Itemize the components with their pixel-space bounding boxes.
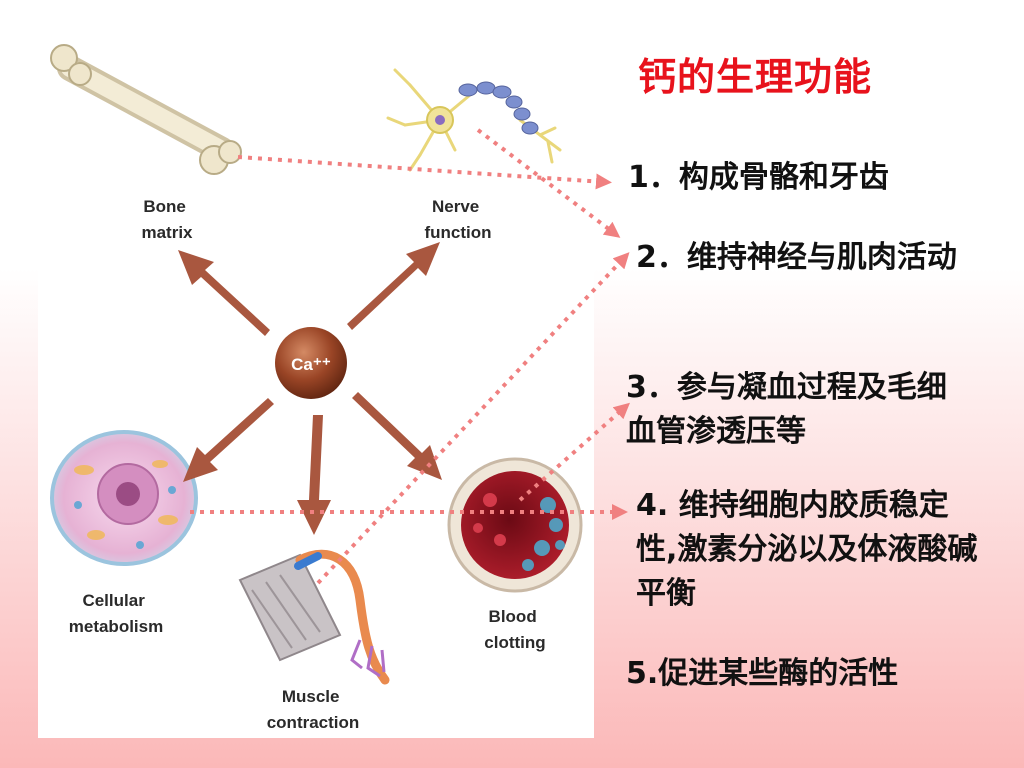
function-item-3: 3．参与凝血过程及毛细血管渗透压等: [626, 370, 947, 449]
connector-bone: [237, 155, 612, 190]
label-nerve: Nerve function: [424, 197, 491, 242]
calcium-node: Ca⁺⁺: [275, 327, 347, 399]
function-item-5: 5.促进某些酶的活性: [626, 656, 899, 691]
connector-blood: [518, 402, 630, 502]
slide-title: 钙的生理功能: [638, 55, 873, 99]
connector-nerve: [476, 128, 621, 238]
connector-muscle: [316, 252, 630, 585]
blood-illustration: [447, 457, 583, 593]
function-item-4: 4. 维持细胞内胶质稳定性,激素分泌以及体液酸碱平衡: [636, 488, 978, 611]
arrow-to-muscle: [297, 415, 331, 535]
arrow-to-cell: [183, 398, 274, 482]
label-bone: Bone matrix: [141, 197, 193, 242]
label-muscle: Muscle contraction: [267, 687, 360, 732]
connectors: [190, 128, 630, 585]
arrow-to-blood: [352, 392, 442, 480]
nerve-illustration: [386, 68, 562, 172]
label-cell: Cellular metabolism: [69, 591, 163, 636]
label-blood: Blood clotting: [484, 607, 545, 652]
muscle-illustration: [238, 549, 390, 685]
calcium-label: Ca⁺⁺: [291, 355, 331, 374]
bone-illustration: [50, 44, 242, 175]
function-item-1: 1．构成骨骼和牙齿: [628, 160, 889, 195]
cell-illustration: [50, 430, 198, 566]
center-arrows: [178, 242, 442, 535]
arrow-to-bone: [178, 250, 270, 336]
function-item-2: 2．维持神经与肌肉活动: [636, 240, 957, 275]
arrow-to-nerve: [347, 242, 440, 330]
